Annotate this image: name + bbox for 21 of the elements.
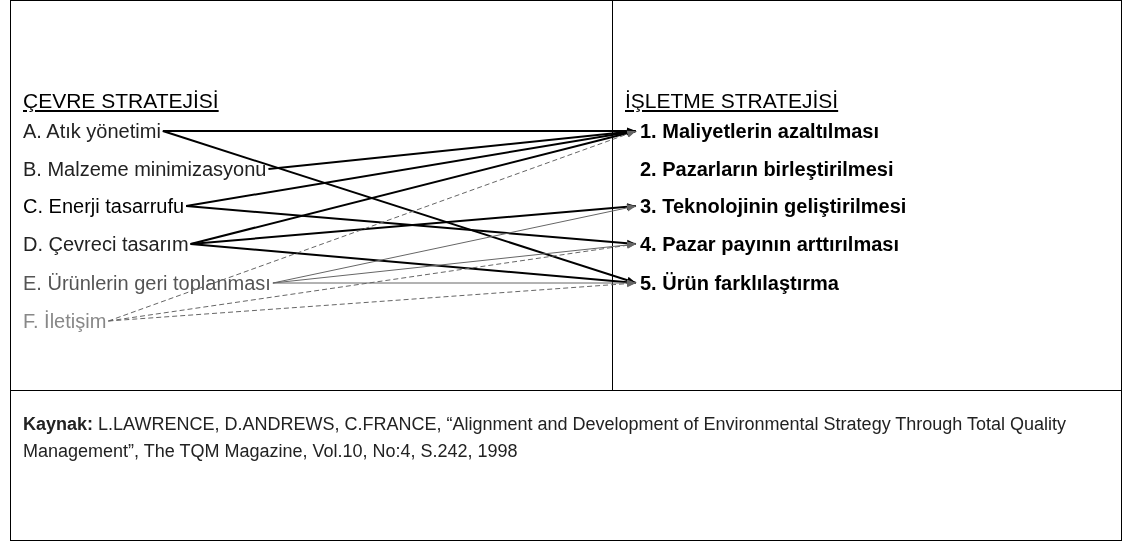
section-heading: ÇEVRE STRATEJİSİ <box>23 88 219 114</box>
list-item: D. Çevreci tasarım <box>23 230 189 258</box>
list-item: E. Ürünlerin geri toplanması <box>23 269 271 297</box>
list-item: 5. Ürün farklılaştırma <box>640 269 839 297</box>
arrow <box>161 130 637 284</box>
list-item: A. Atık yönetimi <box>23 117 161 145</box>
list-item: 4. Pazar payının arttırılması <box>640 230 899 258</box>
arrow <box>107 280 637 322</box>
left-panel <box>10 0 613 391</box>
section-heading: İŞLETME STRATEJİSİ <box>625 88 839 114</box>
list-item: B. Malzeme minimizasyonu <box>23 155 267 183</box>
list-item: 1. Maliyetlerin azaltılması <box>640 117 879 145</box>
list-item: 2. Pazarların birleştirilmesi <box>640 155 894 183</box>
right-panel <box>612 0 1122 391</box>
list-item: F. İletişim <box>23 307 107 335</box>
arrow <box>272 279 637 287</box>
arrow <box>189 243 637 286</box>
list-item: C. Enerji tasarrufu <box>23 192 185 220</box>
arrow <box>189 129 637 245</box>
list-item: 3. Teknolojinin geliştirilmesi <box>640 192 907 220</box>
source-note: Kaynak: L.LAWRENCE, D.ANDREWS, C.FRANCE, “Alignment and Development of Environmental Strategy Through Total Quality Management”, The TQM Magazine, Vol.10, No:4, S.242, 1998 <box>23 413 1068 463</box>
